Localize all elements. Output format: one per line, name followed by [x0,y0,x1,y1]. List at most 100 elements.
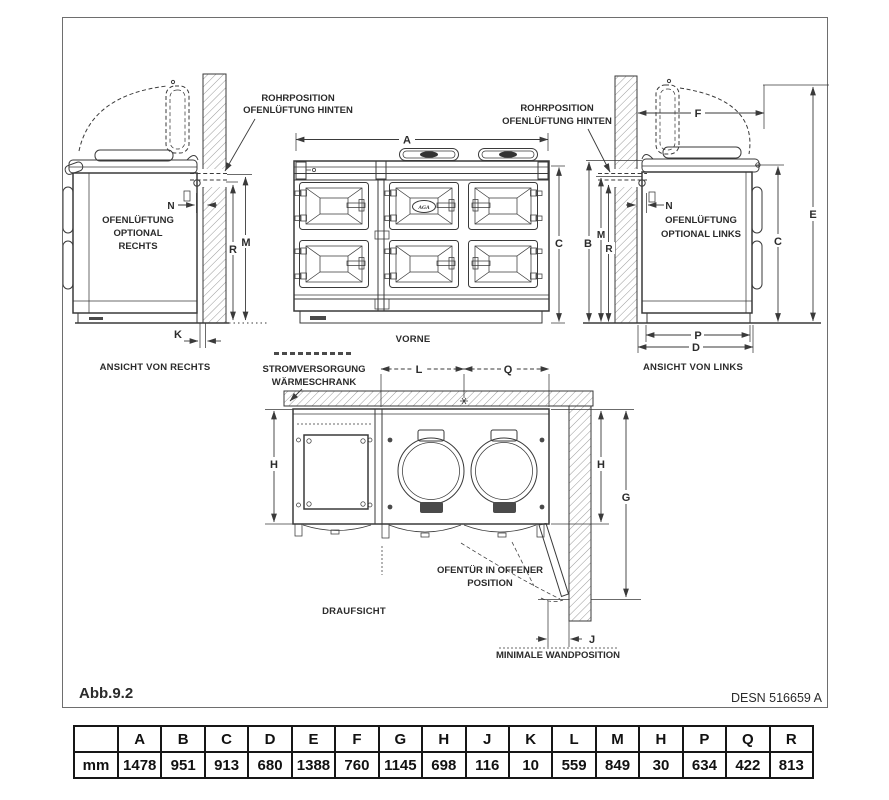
table-value-cell: 760 [334,751,380,779]
table-header-cell: H [421,725,467,753]
hotplate-dome-left [399,148,459,161]
rohrposition-left-leader [224,118,256,172]
caption-ansicht-von-rechts: ANSICHT VON RECHTS [100,362,211,373]
hotplate-plan-left [397,437,465,505]
table-header-cell: D [247,725,293,753]
vent-optional-right-label-2: OPTIONAL [113,228,162,239]
ofentuer-label-1: OFENTÜR IN OFFENER [437,565,543,576]
dim-label-l: L [416,364,423,376]
caption-draufsicht: DRAUFSICHT [322,606,386,617]
dim-label-e: E [809,209,816,221]
warming-cabinet-plan [303,434,369,510]
flue-pipe-position [193,179,201,187]
flue-pipe-position [638,179,646,187]
table-value-cell: 698 [421,751,467,779]
dim-label-g: G [622,492,631,504]
lid-swing-arc [78,85,168,152]
cooker-plan [292,408,550,575]
plinth [299,310,543,324]
table-value-cell: 30 [638,751,684,779]
table-header-cell: F [334,725,380,753]
dim-label-k: K [174,329,182,341]
strom-leader [289,388,303,402]
wall-plan-right [568,405,592,622]
cooker-side-right [63,79,267,324]
cooker-front-body [293,160,550,312]
table-value-cell: 813 [768,751,815,779]
aga-logo-text: AGA [417,205,430,211]
dim-label-h-right: H [597,459,605,471]
dim-label-j: J [589,634,595,646]
table-unit-cell: mm [73,751,119,779]
wall-section-left-view [614,75,638,324]
front-view: A [293,103,612,345]
table-value-cell: 1478 [116,751,163,779]
table-header-cell: B [160,725,206,753]
table-value-cell: 1388 [290,751,337,779]
vent-optional-links-label-1: OFENLÜFTUNG [665,215,737,226]
table-header-cell: M [594,725,641,753]
cooker-side-left [583,78,821,324]
lid-swing-arc [679,87,751,155]
table-header-cell: C [203,725,250,753]
table-value-cell: 680 [247,751,293,779]
dim-label-a: A [403,135,411,147]
wall-plan-top [283,390,594,407]
dimensions-table: A B C D E F G H J K L M H P Q R mm 1478 … [73,725,815,779]
table-header-cell: E [290,725,337,753]
drawing-reference: DESN 516659 A [731,691,823,705]
figure-number: Abb.9.2 [79,685,133,702]
top-view: L Q H H G [263,352,641,661]
dim-label-h-left: H [270,459,278,471]
hotplate-lid-closed [94,149,174,162]
table-value-cell: 422 [725,751,771,779]
oven-door [294,182,369,230]
hotplate-dome-right [478,148,538,161]
caption-ansicht-von-links: ANSICHT VON LINKS [643,362,743,373]
rohrposition-left-label-2: OFENLÜFTUNG HINTEN [243,105,353,116]
table-header-cell: A [116,725,163,753]
side-view-right: N R M K OFENLÜFTUNG OPTIONAL RECHTS ANSI… [63,73,353,373]
oven-door [468,182,543,230]
drawing-canvas: N R M K OFENLÜFTUNG OPTIONAL RECHTS ANSI… [63,73,829,705]
drawing-frame: N R M K OFENLÜFTUNG OPTIONAL RECHTS ANSI… [62,17,829,708]
dim-label-r: R [229,244,237,256]
open-lid-outline [165,85,190,154]
strom-label-1: STROMVERSORGUNG [263,364,366,375]
table-header-cell: Q [725,725,771,753]
table-header-cell: L [551,725,597,753]
dim-label-c-side: C [774,236,782,248]
table-value-cell: 634 [681,751,728,779]
table-header-cell: G [377,725,424,753]
oven-door [468,240,543,288]
cooker-plan-body [292,408,550,525]
table-values-row: mm 1478 951 913 680 1388 760 1145 698 11… [73,751,815,779]
rohrposition-left-label-1: ROHRPOSITION [261,93,335,104]
caption-vorne: VORNE [396,334,431,345]
table-header-cell: H [638,725,684,753]
table-value-cell: 849 [594,751,641,779]
open-door-plan [460,522,570,602]
dimensions-right-view: N R M K [167,174,252,348]
table-value-cell: 116 [464,751,510,779]
minimale-wandposition-label: MINIMALE WANDPOSITION [496,650,620,661]
dim-label-n: N [167,201,174,212]
table-header-cell [73,725,119,753]
dim-label-n2: N [665,201,672,212]
rohrposition-right-label-2: OFENLÜFTUNG HINTEN [502,116,612,127]
table-value-cell: 951 [160,751,206,779]
ofentuer-label-2: POSITION [467,578,513,589]
vent-optional-right-label-3: RECHTS [118,241,157,252]
rohrposition-right-leader [587,128,611,173]
table-header-cell: R [768,725,815,753]
oven-door [384,240,459,288]
dim-label-m2: M [597,230,605,241]
table-value-cell: 913 [203,751,250,779]
open-lid-outline [655,84,680,155]
cooker-body [641,171,753,314]
dimensions-left-view: F E C B M R [582,84,829,354]
table-header-row: A B C D E F G H J K L M H P Q R [73,725,815,753]
hotplate-lid-closed [662,146,742,159]
wall-section-right-view [202,73,227,324]
